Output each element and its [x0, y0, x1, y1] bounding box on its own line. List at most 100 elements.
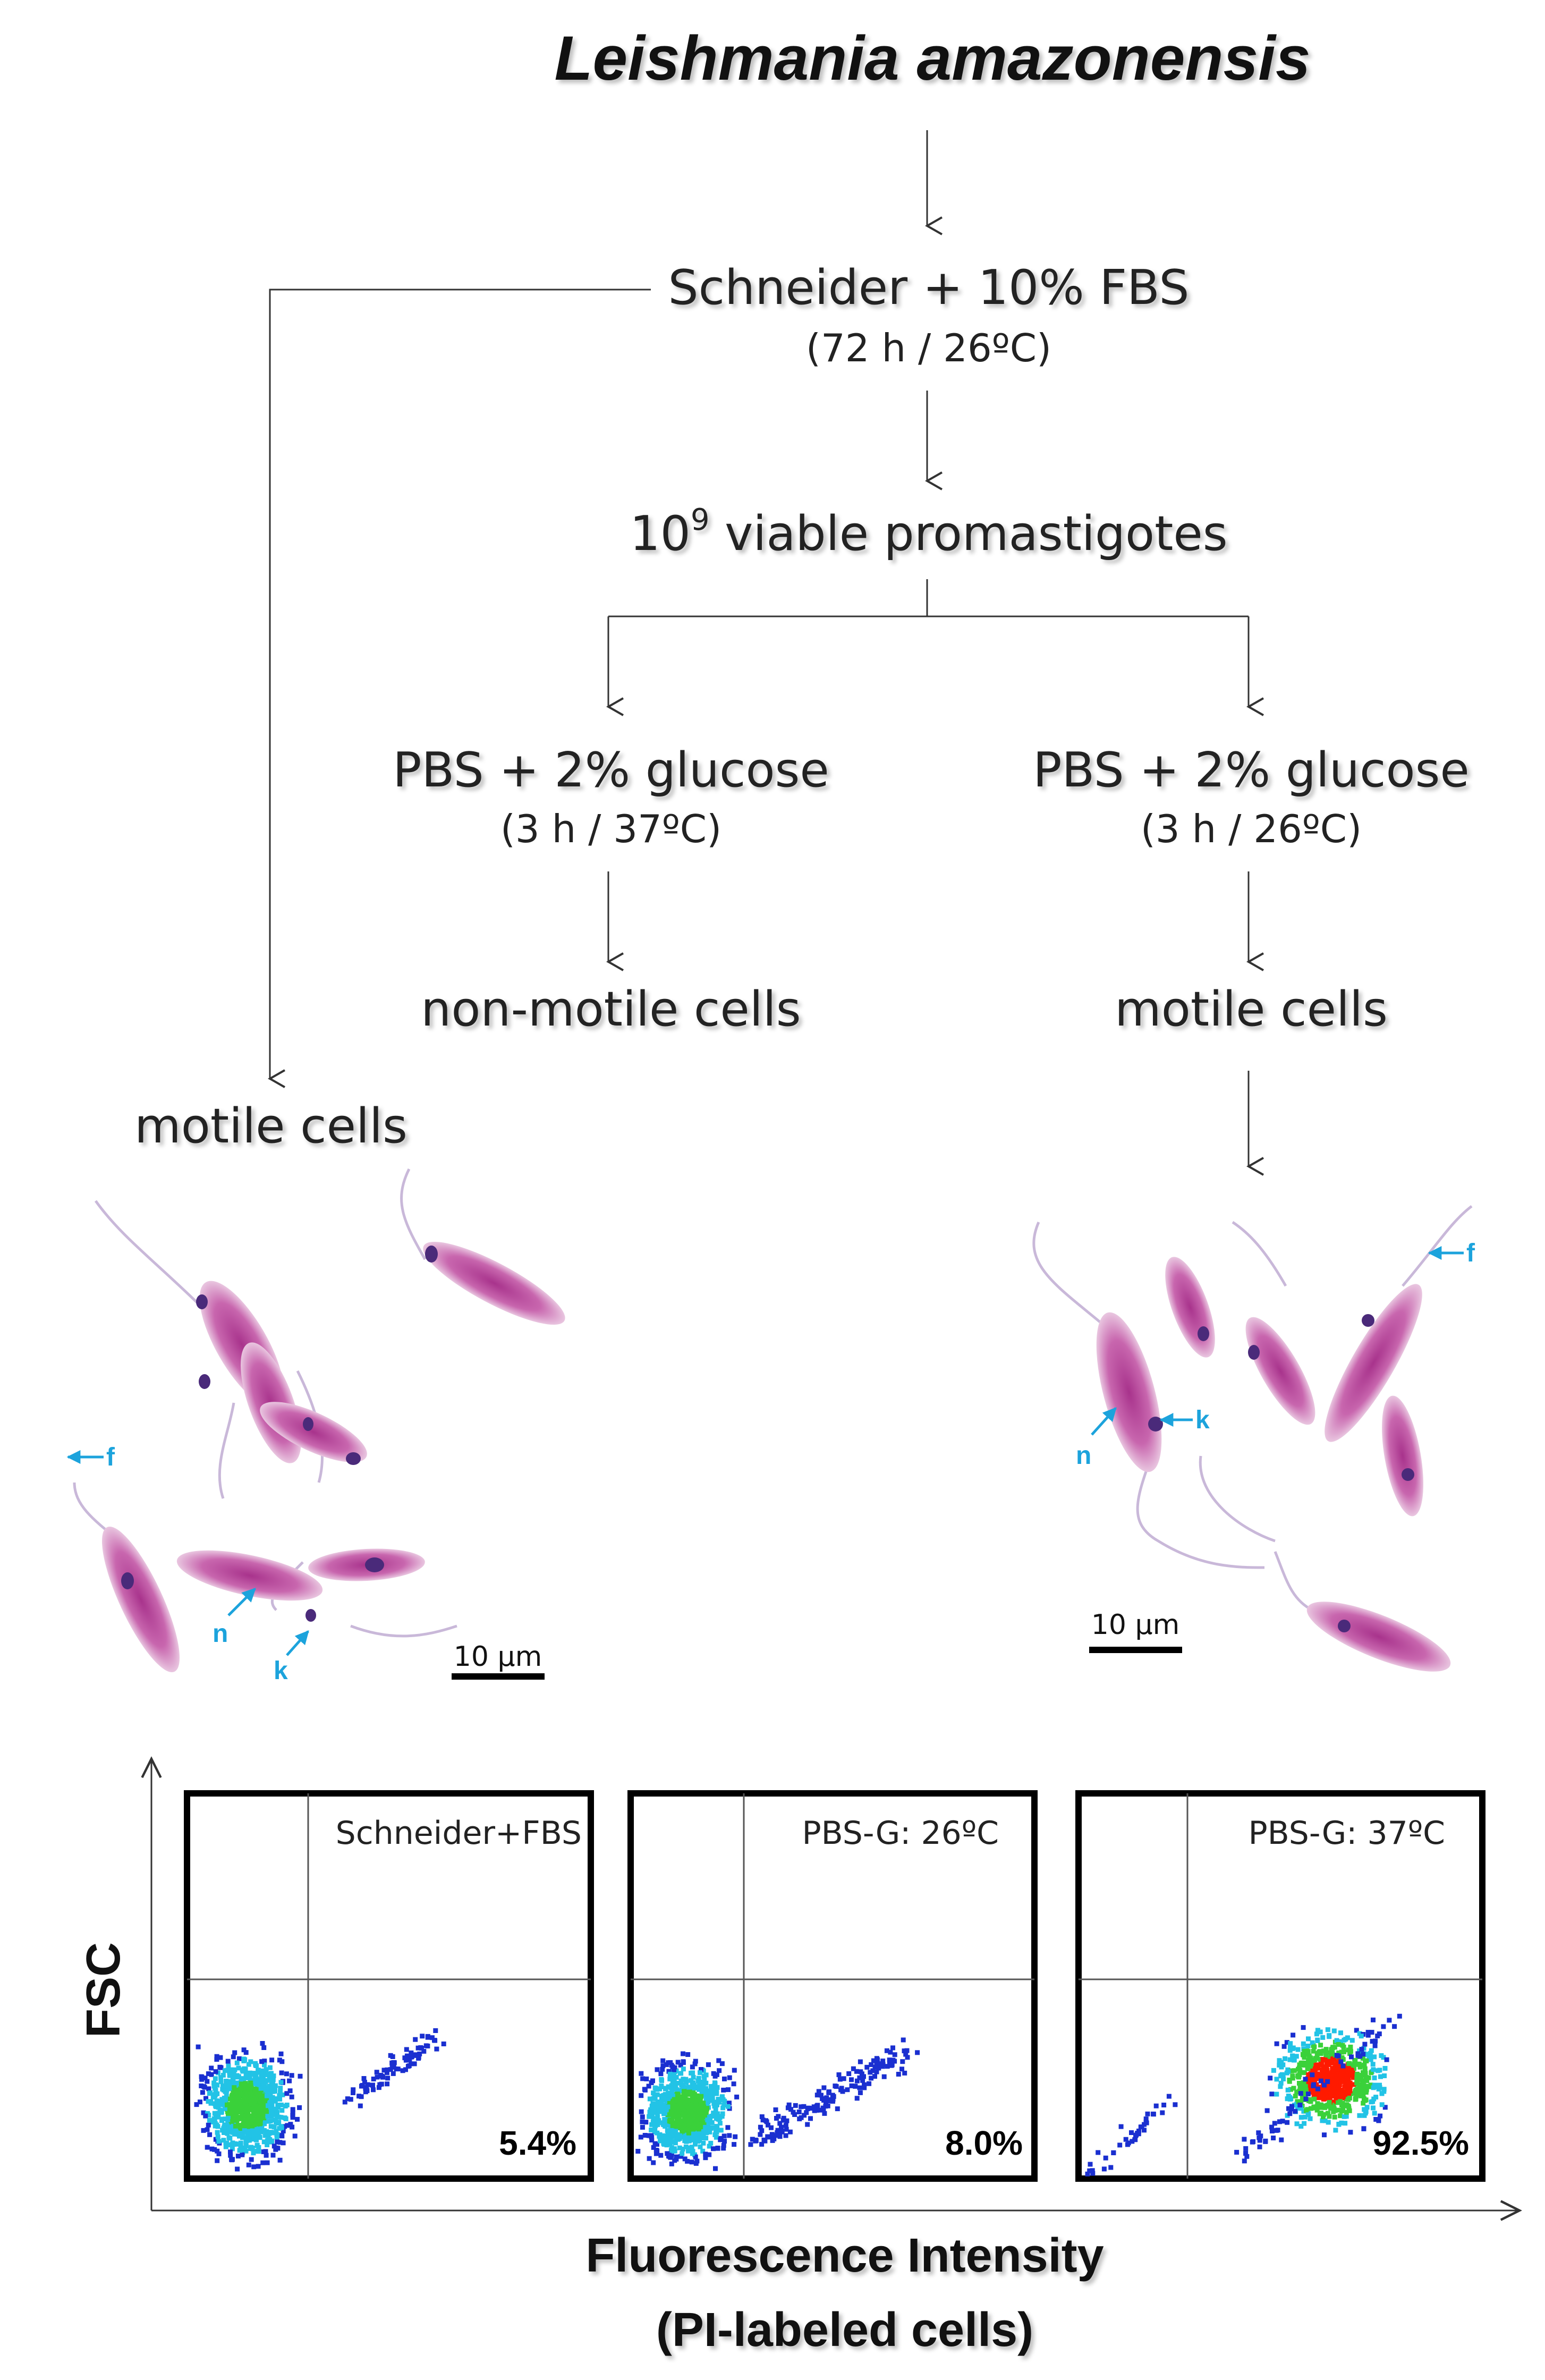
event-dot	[381, 2068, 387, 2073]
event-dot	[225, 2059, 231, 2064]
event-dot	[1173, 2102, 1178, 2107]
event-dot	[1328, 2106, 1333, 2111]
event-dot	[706, 2088, 711, 2094]
event-dot	[1341, 2094, 1346, 2099]
event-dot	[689, 2145, 694, 2150]
event-dot	[216, 2151, 222, 2156]
event-dot	[689, 2108, 694, 2113]
event-dot	[423, 2043, 429, 2048]
event-dot	[904, 2048, 910, 2053]
event-dot	[646, 2083, 651, 2089]
event-dot	[1353, 2096, 1359, 2102]
event-dot	[1085, 2171, 1090, 2176]
event-dot	[694, 2111, 700, 2116]
event-dot	[691, 2106, 697, 2111]
event-dot	[651, 2090, 656, 2096]
event-dot	[1264, 2108, 1270, 2113]
event-dot	[295, 2116, 300, 2122]
event-dot	[1361, 2101, 1366, 2106]
event-dot	[232, 2130, 237, 2136]
event-dot	[274, 2129, 279, 2134]
event-dot	[1294, 2102, 1300, 2107]
event-dot	[385, 2076, 391, 2081]
event-dot	[214, 2104, 219, 2110]
event-dot	[1327, 2114, 1332, 2119]
event-dot	[243, 2097, 248, 2102]
event-dot	[247, 2125, 252, 2131]
event-dot	[290, 2107, 295, 2112]
event-dot	[1289, 2104, 1294, 2109]
event-dot	[416, 2055, 421, 2060]
event-dot	[1325, 2050, 1330, 2055]
event-dot	[365, 2082, 370, 2087]
event-dot	[1349, 2038, 1355, 2043]
event-dot	[1305, 2112, 1311, 2118]
event-dot	[252, 2149, 257, 2154]
event-dot	[651, 2145, 656, 2150]
event-dot	[246, 2162, 251, 2167]
event-dot	[1298, 2124, 1304, 2129]
event-dot	[1142, 2128, 1147, 2133]
event-dot	[228, 2086, 233, 2091]
event-dot	[665, 2112, 670, 2118]
event-dot	[231, 2054, 236, 2060]
event-dot	[222, 2068, 227, 2073]
event-dot	[681, 2123, 686, 2128]
event-dot	[665, 2104, 670, 2110]
event-dot	[281, 2129, 286, 2133]
event-dot	[281, 2140, 286, 2146]
event-dot	[1338, 2113, 1343, 2119]
event-dot	[1278, 2084, 1283, 2089]
event-dot	[358, 2103, 363, 2108]
event-dot	[700, 2148, 706, 2154]
event-dot	[1301, 2041, 1306, 2046]
event-dot	[1280, 2119, 1285, 2124]
event-dot	[651, 2117, 656, 2122]
event-dot	[678, 2078, 684, 2083]
event-dot	[1311, 2048, 1316, 2054]
event-dot	[215, 2082, 220, 2088]
event-dot	[709, 2114, 714, 2119]
event-dot	[681, 2060, 686, 2065]
event-dot	[646, 2133, 651, 2138]
event-dot	[651, 2108, 657, 2114]
x-axis-label-line1: Fluorescence Intensity	[585, 2229, 1103, 2282]
event-dot	[869, 2062, 874, 2067]
event-dot	[1288, 2087, 1293, 2092]
event-dot	[725, 2125, 731, 2130]
event-dot	[263, 2087, 268, 2093]
event-dot	[267, 2065, 273, 2070]
event-dot	[1358, 2082, 1363, 2087]
event-dot	[262, 2083, 267, 2089]
cytometry-panel-1: Schneider+FBS 5.4%	[184, 1790, 594, 2182]
event-dot	[653, 2151, 659, 2156]
event-dot	[254, 2137, 259, 2142]
event-dot	[1129, 2130, 1134, 2135]
event-dot	[218, 2108, 224, 2113]
event-dot	[673, 2086, 678, 2091]
event-dot	[208, 2101, 214, 2106]
event-dot	[722, 2098, 727, 2104]
event-dot	[674, 2114, 679, 2119]
event-dot	[715, 2116, 720, 2122]
event-dot	[1310, 2072, 1315, 2078]
event-dot	[761, 2137, 767, 2142]
event-dot	[642, 2087, 647, 2092]
event-dot	[776, 2114, 781, 2119]
event-dot	[672, 2072, 677, 2078]
event-dot	[650, 2113, 655, 2118]
event-dot	[692, 2061, 698, 2066]
event-dot	[1305, 2066, 1311, 2071]
event-dot	[675, 2091, 680, 2097]
event-dot	[1336, 2061, 1341, 2066]
event-dot	[649, 2080, 654, 2085]
event-dot	[258, 2086, 264, 2091]
event-dot	[668, 2148, 674, 2153]
event-dot	[1331, 2028, 1337, 2034]
annotations-left: f n k	[66, 1443, 309, 1685]
event-dot	[1242, 2137, 1247, 2142]
event-dot	[872, 2064, 878, 2070]
event-dot	[899, 2066, 904, 2072]
event-dot	[1321, 2103, 1326, 2108]
event-dot	[1270, 2129, 1275, 2133]
